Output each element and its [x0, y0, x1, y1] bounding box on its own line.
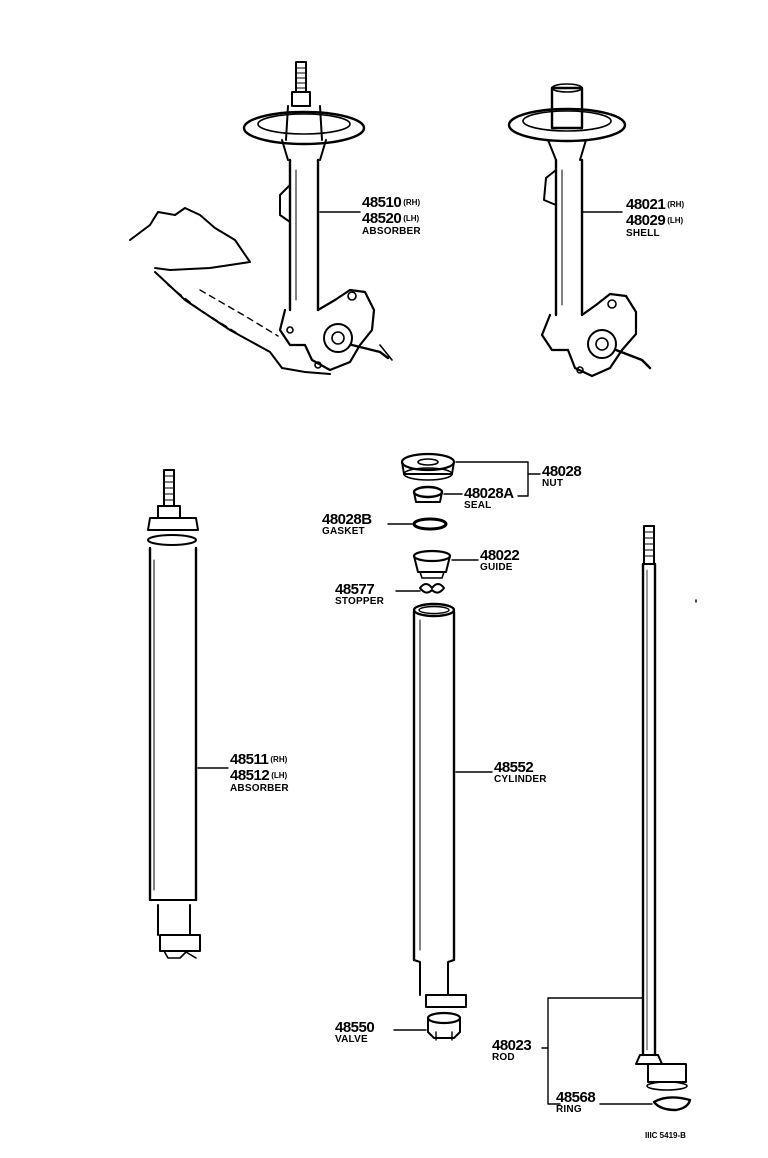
cylinder-part-label: 48552 CYLINDER	[494, 760, 547, 785]
nut-name: NUT	[542, 478, 564, 489]
gasket-name: GASKET	[322, 526, 365, 537]
leader-lines	[197, 211, 697, 1105]
shell-lh-number: 48029	[626, 212, 666, 229]
absorber-drawing	[147, 469, 201, 959]
valve-name: VALVE	[335, 1034, 368, 1045]
ring-name: RING	[556, 1104, 582, 1115]
guide-number: 48022	[480, 547, 520, 564]
absorber-name: ABSORBER	[230, 783, 289, 794]
shell-drawing	[507, 83, 652, 378]
absorber-rh-side: (RH)	[270, 754, 288, 764]
valve-part-label: 48550 VALVE	[335, 1019, 375, 1045]
strut-assembly-drawing	[129, 61, 393, 375]
absorber-rh-number: 48511	[230, 751, 269, 768]
strut-part-label: 48510(RH) 48520(LH) ABSORBER	[362, 195, 421, 237]
exploded-parts-drawing	[400, 452, 467, 1041]
rod-drawing	[635, 525, 692, 1112]
rod-part-label: 48023 ROD	[492, 1037, 532, 1063]
nut-part-label: 48028 NUT	[542, 463, 582, 489]
guide-part-label: 48022 GUIDE	[480, 547, 520, 573]
strut-rh-number: 48510	[362, 194, 402, 211]
strut-rh-side: (RH)	[403, 197, 421, 207]
shell-lh-side: (LH)	[667, 215, 684, 225]
rod-number: 48023	[492, 1037, 532, 1054]
shell-part-label: 48021(RH) 48029(LH) SHELL	[626, 197, 684, 239]
seal-name: SEAL	[464, 500, 492, 511]
shell-rh-side: (RH)	[667, 199, 685, 209]
nut-number: 48028	[542, 463, 582, 480]
valve-number: 48550	[335, 1019, 375, 1036]
strut-name: ABSORBER	[362, 226, 421, 237]
ring-number: 48568	[556, 1089, 596, 1106]
stopper-number: 48577	[335, 581, 375, 598]
seal-part-label: 48028A SEAL	[464, 486, 514, 511]
cylinder-name: CYLINDER	[494, 774, 547, 785]
strut-lh-number: 48520	[362, 210, 402, 227]
shell-rh-number: 48021	[626, 196, 666, 213]
ring-part-label: 48568 RING	[556, 1089, 596, 1115]
shell-name: SHELL	[626, 228, 660, 239]
seal-number: 48028A	[464, 485, 514, 502]
absorber-part-label: 48511(RH) 48512(LH) ABSORBER	[230, 752, 289, 794]
cylinder-number: 48552	[494, 759, 534, 776]
diagram-code: IIIC 5419-B	[645, 1131, 686, 1140]
gasket-part-label: 48028B GASKET	[322, 512, 372, 537]
stopper-name: STOPPER	[335, 596, 385, 607]
gasket-number: 48028B	[322, 511, 372, 528]
guide-name: GUIDE	[480, 562, 513, 573]
rod-name: ROD	[492, 1052, 515, 1063]
absorber-lh-side: (LH)	[271, 770, 288, 780]
strut-lh-side: (LH)	[403, 213, 420, 223]
stopper-part-label: 48577 STOPPER	[335, 582, 384, 607]
absorber-lh-number: 48512	[230, 767, 270, 784]
